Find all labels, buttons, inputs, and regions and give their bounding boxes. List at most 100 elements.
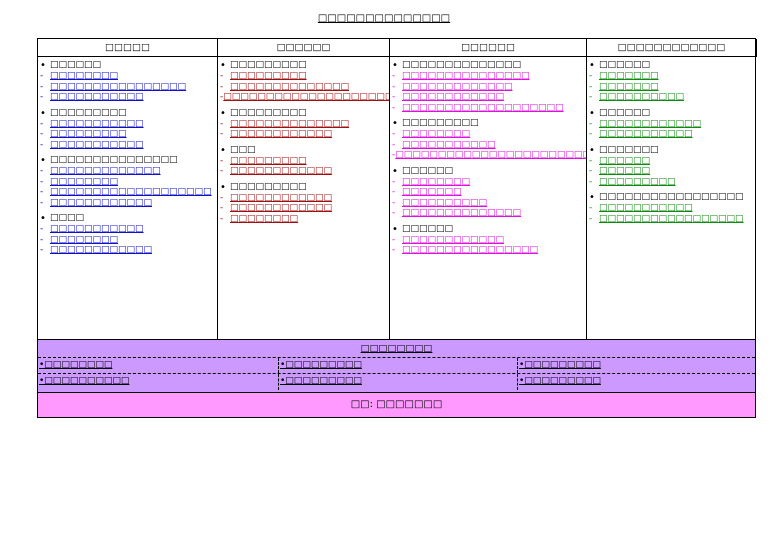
dash-icon: -: [40, 81, 44, 92]
group-title: •□□□□□□: [392, 224, 584, 235]
list-item-text: □□□□□□□□□□□□□□: [402, 208, 522, 218]
list-item: -□□□□□□□□□□□□□□□□□: [589, 214, 755, 225]
list-item-text: □□□□□□□□□□: [402, 197, 488, 208]
group-title: •□□□□□□: [589, 108, 755, 119]
summary-cell: •□□□□□□□□□: [278, 374, 517, 390]
list-item: -□□□□□□□: [589, 71, 755, 82]
bullet-icon: •: [40, 155, 46, 166]
list-item: -□□□□□□□□□□□: [40, 140, 215, 151]
list-item: -□□□□□□□□□□□□□: [40, 166, 215, 177]
group-title: •□□□□□□: [589, 60, 755, 71]
dash-icon: -: [392, 150, 396, 160]
group-title: •□□□□□□□: [589, 145, 755, 156]
dash-icon: -: [220, 71, 224, 81]
group-title-text: □□□□□□□□□□□□□□□: [50, 155, 178, 165]
dash-icon: -: [589, 129, 593, 139]
list-item-text: □□□□□□□□□: [230, 71, 307, 81]
list-item: -□□□□□□□□□: [220, 71, 387, 82]
list-item: -□□□□□□□□□□□□: [40, 198, 215, 209]
list-item: -□□□□□□□□□: [220, 156, 387, 167]
dash-icon: -: [40, 92, 44, 102]
list-item: -□□□□□□□□□□□□: [220, 193, 387, 204]
dash-icon: -: [40, 234, 44, 245]
list-item: -□□□□□□□□□□□□□□: [392, 208, 584, 219]
bullet-icon: •: [220, 181, 226, 193]
list-item-text: □□□□□□□□□□□□: [230, 192, 333, 203]
group-title-text: □□□□: [50, 213, 85, 223]
list-item-text: □□□□□□□□□□□□□□: [230, 118, 350, 129]
group: •□□□□□□-□□□□□□□□-□□□□□□□□□□□□□□□□-□□□□□□…: [40, 60, 215, 103]
list-item-text: □□□□□□□: [402, 187, 462, 197]
column-header-2: □□□□□□: [218, 39, 390, 57]
column-body-1: •□□□□□□-□□□□□□□□-□□□□□□□□□□□□□□□□-□□□□□□…: [38, 57, 218, 341]
group-title-text: □□□□□□□□□: [230, 107, 307, 118]
column-header-3: □□□□□□: [390, 39, 587, 57]
group: •□□□□□□-□□□□□□□□□□□□-□□□□□□□□□□□□□□□□: [392, 224, 584, 256]
list-item: -□□□□□□□□□□□□□□□□□□□□□□□□□: [392, 150, 586, 161]
list-item: -□□□□□□□□: [392, 177, 584, 188]
list-item: -□□□□□□□□□□□□: [589, 119, 755, 130]
bullet-icon: •: [392, 118, 398, 129]
group: •□□□□□□□□□□□□□□□-□□□□□□□□□□□□□-□□□□□□□□-…: [40, 155, 215, 208]
list-item: -□□□□□□□□□□□□: [40, 245, 215, 256]
bullet-icon: •: [589, 144, 595, 156]
bullet-icon: •: [392, 60, 398, 71]
dash-icon: -: [40, 166, 44, 176]
dash-icon: -: [589, 176, 593, 187]
dash-icon: -: [40, 224, 44, 234]
dash-icon: -: [392, 71, 396, 81]
list-item-text: □□□□□□: [599, 155, 651, 166]
group: •□□□□□□□□□□□□□□□□□-□□□□□□□□□□□-□□□□□□□□□…: [589, 192, 755, 224]
list-item-text: □□□□□□□□□□□□□□□□□□□: [402, 102, 564, 113]
list-item-text: □□□□□□□□□: [50, 129, 127, 139]
dash-icon: -: [40, 187, 44, 197]
group-title-text: □□□□□□□□□: [230, 60, 307, 70]
summary-cell: •□□□□□□□□: [39, 360, 113, 370]
list-item: -□□□□□□□□□□□: [589, 203, 755, 214]
list-item-text: □□□□□□□□□□□: [599, 203, 693, 213]
group-title-text: □□□□□□□□□: [402, 118, 479, 128]
list-item: -□□□□□□□□□: [589, 177, 755, 188]
group-title: •□□□□□□□□□□□□□□□□□: [589, 192, 755, 203]
dash-icon: -: [589, 155, 593, 166]
bullet-icon: •: [220, 107, 226, 119]
list-item-text: □□□□□□□□□□□: [50, 118, 144, 129]
dash-icon: -: [40, 139, 44, 150]
list-item: -□□□□□□□□□□□□□□: [220, 119, 387, 130]
dash-icon: -: [589, 166, 593, 176]
group-title: •□□□: [220, 145, 387, 156]
list-item: -□□□□□□□□□□□: [40, 224, 215, 235]
dash-icon: -: [220, 129, 224, 139]
dash-icon: -: [392, 102, 396, 113]
group-title-text: □□□□□□□□□: [50, 107, 127, 118]
dash-icon: -: [589, 81, 593, 92]
dash-icon: -: [589, 71, 593, 81]
list-item: -□□□□□□□□□□□□□□□□: [392, 245, 584, 256]
group: •□□□-□□□□□□□□□-□□□□□□□□□□□□: [220, 145, 387, 177]
bullet-icon: •: [220, 144, 226, 156]
summary-title: □□□□□□□□: [38, 340, 755, 358]
bullet-icon: •: [589, 107, 595, 119]
group: •□□□□□□□-□□□□□□-□□□□□□-□□□□□□□□□: [589, 145, 755, 188]
dash-icon: -: [392, 139, 396, 150]
list-item: -□□□□□□□□□□□□: [220, 203, 387, 214]
list-item-text: □□□□□□□: [599, 71, 659, 81]
group-title-text: □□□□□□: [50, 60, 102, 70]
group: •□□□□□□-□□□□□□□□□□□□-□□□□□□□□□□□: [589, 108, 755, 140]
group-title-text: □□□□□□□□□: [230, 181, 307, 192]
bullet-icon: •: [589, 60, 595, 71]
dash-icon: -: [392, 187, 396, 197]
list-item-text: □□□□□□□□□□□□: [599, 118, 702, 129]
list-item: -□□□□□□□□□□□□□□□□: [40, 82, 215, 93]
list-item: -□□□□□□□□: [40, 177, 215, 188]
dash-icon: -: [589, 118, 593, 129]
bullet-icon: •: [220, 60, 226, 71]
list-item-text: □□□□□□□□□□□□: [50, 197, 153, 208]
dash-icon: -: [392, 208, 396, 218]
bullet-icon: •: [40, 60, 46, 71]
list-item-text: □□□□□□□□: [50, 234, 119, 245]
group-title: • □□□□□□□□□□□□□□□: [40, 155, 215, 166]
group: •□□□□□□□□□-□□□□□□□□□□□□□□-□□□□□□□□□□□□: [220, 108, 387, 140]
list-item-text: □□□□□□□□□□□□: [230, 203, 333, 213]
diagram-title: □□□□□□□□□□□□□□: [317, 13, 451, 24]
